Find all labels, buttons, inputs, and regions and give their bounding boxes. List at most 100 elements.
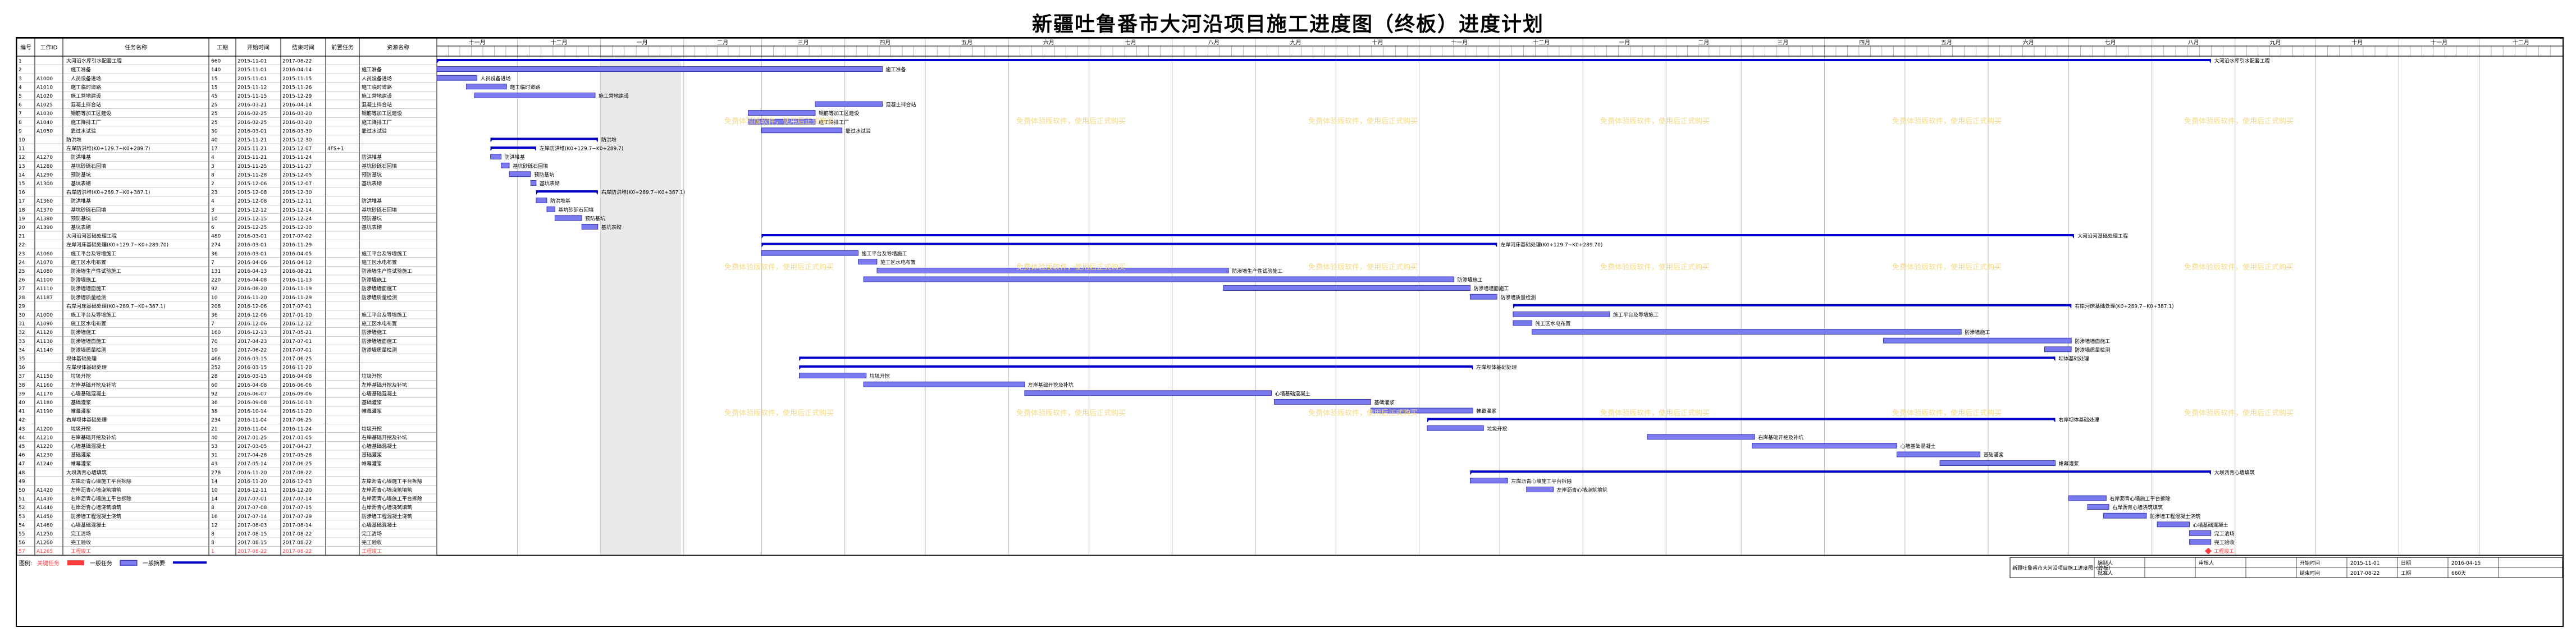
- row-end: 2017-08-14: [282, 523, 312, 528]
- column-header: 结束时间: [292, 44, 314, 51]
- row-number: 27: [19, 286, 25, 292]
- row-task-name: 大河沿河基础处理工程: [66, 233, 117, 240]
- row-duration: 252: [211, 365, 221, 371]
- row-number: 9: [19, 129, 22, 134]
- bar-label: 坝体基础处理: [2059, 355, 2089, 362]
- row-start: 2015-12-15: [237, 216, 267, 222]
- row-duration: 6: [211, 225, 214, 231]
- task-bar: [761, 250, 858, 256]
- row-resource: 基础灌浆: [362, 452, 382, 459]
- bar-label: 施工区水电布置: [1535, 320, 1570, 327]
- watermark-text: 免费体验版软件，使用后正式购买: [1016, 409, 1126, 418]
- row-number: 34: [19, 347, 25, 353]
- row-end: 2015-12-29: [282, 94, 312, 99]
- row-work-id: A1130: [36, 339, 53, 345]
- bar-label: 左岸基础开挖及补坑: [1028, 382, 1074, 388]
- footer-label: 开始时间: [2300, 560, 2320, 566]
- row-resource: 心墙基础混凝土: [362, 521, 397, 528]
- row-duration: 278: [211, 470, 221, 476]
- row-end: 2016-03-20: [282, 111, 312, 117]
- bar-label: 基坑表砌: [540, 180, 560, 187]
- row-duration: 25: [211, 120, 217, 126]
- bar-label: 防渗墙墙面施工: [1473, 285, 1509, 292]
- row-number: 36: [19, 365, 25, 371]
- bar-label: 右岸坝体基础处理: [2059, 416, 2099, 423]
- row-number: 49: [19, 479, 25, 484]
- bar-label: 施工营地建设: [599, 93, 629, 99]
- page-title: 新疆吐鲁番市大河沿项目施工进度图（终板）进度计划: [1031, 12, 1544, 36]
- row-start: 2017-04-28: [237, 453, 267, 459]
- row-task-name: 施工区水电布置: [71, 259, 106, 265]
- row-end: 2016-04-08: [282, 374, 312, 379]
- task-bar: [2103, 512, 2147, 519]
- row-number: 3: [19, 76, 22, 82]
- summary-bar: [799, 365, 1473, 368]
- row-resource: 混凝土拌合站: [362, 102, 392, 108]
- row-task-name: 人员设备进场: [71, 75, 101, 82]
- bar-label: 基坑表砌: [601, 224, 622, 231]
- task-bar: [748, 118, 816, 125]
- bar-label: 右岸河床基础处理(K0+289.7~K0+387.1): [2075, 303, 2173, 309]
- row-resource: 防渗墙生产性试验施工: [362, 268, 412, 274]
- bar-label: 施工区水电布置: [880, 259, 916, 265]
- column-header: 编号: [20, 44, 31, 51]
- column-header: 前置任务: [331, 44, 354, 51]
- footer-label: 批准人: [2098, 570, 2113, 576]
- row-end: 2015-11-27: [282, 164, 312, 170]
- row-resource: 心墙基础混凝土: [362, 390, 397, 397]
- row-task-name: 坝体基础处理: [66, 355, 97, 362]
- summary-cap-left: [1427, 418, 1431, 423]
- summary-cap-right: [2052, 356, 2056, 361]
- month-label: 九月: [2270, 39, 2281, 46]
- task-bar: [863, 276, 1455, 282]
- bar-label: 防洪堆基: [550, 198, 570, 204]
- legend-critical-swatch: [67, 560, 84, 566]
- row-task-name: 左岸沥青心墙施工平台拆除: [71, 478, 131, 484]
- row-end: 2016-11-29: [282, 295, 312, 301]
- task-bar: [798, 373, 867, 378]
- row-duration: 274: [211, 242, 221, 248]
- row-start: 2016-12-06: [237, 304, 267, 309]
- row-work-id: A1150: [36, 374, 53, 379]
- row-duration: 30: [211, 129, 218, 134]
- row-task-name: 施工区水电布置: [71, 320, 106, 327]
- month-label: 十二月: [551, 39, 568, 46]
- summary-cap-left: [536, 190, 540, 195]
- row-resource: 基坑表砌: [362, 224, 382, 231]
- row-number: 40: [19, 400, 25, 406]
- row-work-id: A1190: [36, 409, 53, 415]
- task-bar: [1274, 399, 1371, 405]
- bar-label: 混凝土拌合站: [886, 102, 916, 108]
- row-duration: 10: [211, 488, 218, 493]
- summary-cap-right: [1469, 365, 1473, 370]
- task-bar: [581, 223, 599, 230]
- bar-label: 右岸沥青心墙浇筑填筑: [2112, 504, 2163, 511]
- row-start: 2015-12-08: [237, 199, 267, 204]
- row-duration: 8: [211, 541, 214, 546]
- row-task-name: 基坑表砌: [71, 224, 91, 231]
- row-task-name: 防渗墙质量检测: [71, 294, 106, 301]
- watermark-text: 免费体验版软件，使用后正式购买: [2184, 263, 2294, 272]
- task-bar: [1526, 487, 1554, 492]
- row-resource: 施工平台及导墙施工: [362, 312, 407, 318]
- row-resource: 基础灌浆: [362, 399, 382, 406]
- row-duration: 2: [211, 181, 214, 187]
- row-duration: 8: [211, 172, 214, 178]
- row-task-name: 心墙基础混凝土: [71, 521, 106, 528]
- summary-cap-right: [2068, 304, 2072, 309]
- summary-cap-right: [2207, 59, 2211, 63]
- month-label: 十一月: [469, 39, 486, 46]
- row-end: 2017-05-21: [282, 330, 312, 336]
- month-label: 十一月: [2431, 39, 2447, 46]
- milestone-marker: [2205, 547, 2212, 555]
- task-bar: [1470, 294, 1497, 300]
- row-resource: 防渗墙墙面施工: [362, 338, 397, 345]
- row-task-name: 防渗墙墙面施工: [71, 338, 106, 345]
- row-duration: 21: [211, 427, 217, 432]
- row-end: 2016-04-12: [282, 260, 312, 265]
- bar-label: 预防基坑: [534, 171, 554, 178]
- row-end: 2015-12-30: [282, 225, 312, 231]
- row-end: 2017-07-14: [282, 497, 312, 502]
- row-duration: 12: [211, 523, 217, 528]
- task-bar: [501, 162, 510, 168]
